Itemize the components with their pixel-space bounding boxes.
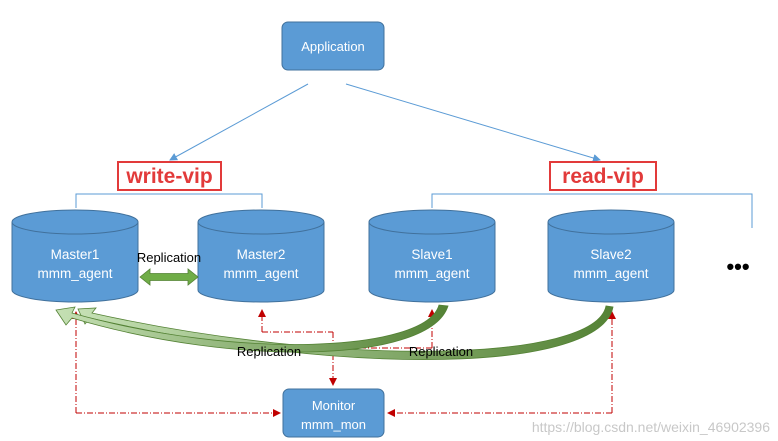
write-vip-box: write-vip — [117, 161, 222, 191]
monitor-links — [72, 309, 616, 417]
read-vip-label: read-vip — [562, 165, 644, 188]
slave1-agent: mmm_agent — [394, 266, 469, 281]
application-box: Application — [281, 21, 385, 71]
slave2-name: Slave2 — [590, 247, 631, 262]
watermark: https://blog.csdn.net/weixin_46902396 — [532, 419, 770, 435]
app-to-write-vip-arrow — [169, 83, 309, 161]
read-vip-box: read-vip — [549, 161, 657, 191]
master-replication-label: Replication — [137, 250, 201, 265]
application-label: Application — [301, 39, 365, 54]
write-vip-bracket — [75, 193, 263, 208]
slave2-agent: mmm_agent — [573, 266, 648, 281]
slave1-name: Slave1 — [411, 247, 452, 262]
master2-node: Master2 mmm_agent — [197, 209, 325, 303]
slave-replication-label-left: Replication — [237, 344, 301, 359]
master1-agent: mmm_agent — [37, 266, 112, 281]
monitor-box: Monitor mmm_mon — [282, 388, 385, 438]
master2-agent: mmm_agent — [223, 266, 298, 281]
slave-replication-arrows — [55, 304, 614, 360]
write-vip-label: write-vip — [125, 165, 212, 188]
master1-node: Master1 mmm_agent — [11, 209, 139, 303]
slave2-node: Slave2 mmm_agent — [547, 209, 675, 303]
master-replication-arrow — [139, 268, 199, 286]
app-to-read-vip-arrow — [345, 83, 601, 162]
more-nodes-ellipsis: ••• — [726, 254, 749, 279]
master2-name: Master2 — [237, 247, 286, 262]
monitor-process: mmm_mon — [301, 417, 366, 432]
slave1-node: Slave1 mmm_agent — [368, 209, 496, 303]
master1-name: Master1 — [51, 247, 100, 262]
slave2-to-master1-arrow — [77, 305, 614, 360]
read-vip-bracket — [431, 193, 753, 228]
slave1-to-master1-arrow — [55, 304, 449, 353]
monitor-name: Monitor — [312, 398, 356, 413]
slave-replication-label-right: Replication — [409, 344, 473, 359]
